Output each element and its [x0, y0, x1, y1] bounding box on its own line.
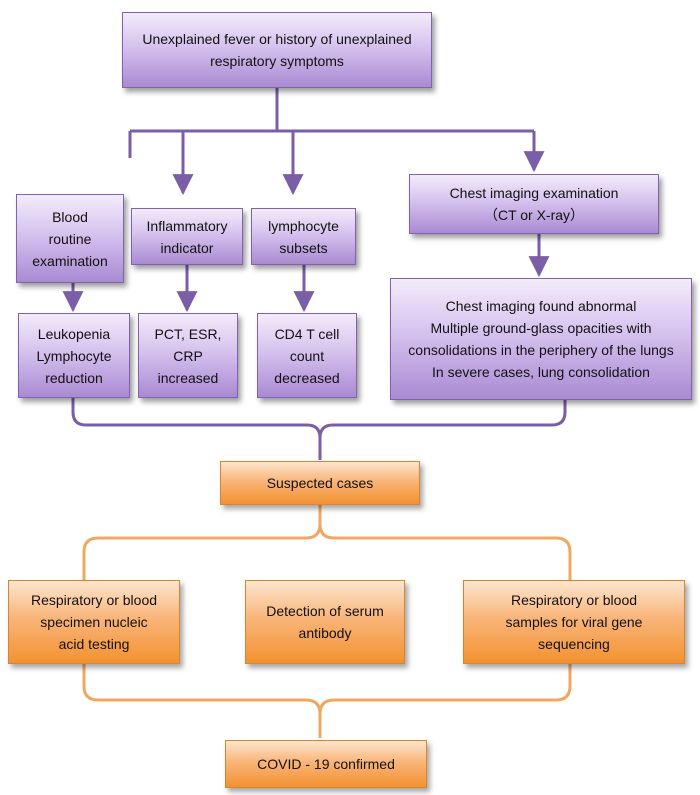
- cd4-count-text: CD4 T cell count decreased: [274, 325, 340, 386]
- suspected-cases-text: Suspected cases: [266, 475, 374, 491]
- covid-confirmed-box: COVID - 19 confirmed: [225, 740, 427, 788]
- covid-confirmed-text: COVID - 19 confirmed: [257, 756, 395, 772]
- cd4-count-box: CD4 T cell count decreased: [257, 313, 357, 398]
- pct-esr-crp-box: PCT, ESR, CRP increased: [138, 313, 238, 398]
- fever-symptoms-box: Unexplained fever or history of unexplai…: [122, 12, 432, 88]
- chest-imaging-box: Chest imaging examination （CT or X-ray）: [409, 174, 659, 234]
- inflammatory-indicator-box: Inflammatory indicator: [131, 208, 243, 265]
- blood-routine-box: Blood routine examination: [16, 194, 124, 283]
- lymphocyte-subsets-box: lymphocyte subsets: [251, 208, 356, 265]
- leukopenia-box: Leukopenia Lymphocyte reduction: [18, 313, 130, 398]
- chest-abnormal-text: Chest imaging found abnormal Multiple gr…: [408, 298, 674, 380]
- inflammatory-indicator-text: Inflammatory indicator: [146, 217, 228, 256]
- leukopenia-text: Leukopenia Lymphocyte reduction: [36, 325, 112, 386]
- serum-antibody-box: Detection of serum antibody: [245, 580, 405, 664]
- bracket-to-suspected: [71, 398, 567, 460]
- blood-routine-text: Blood routine examination: [32, 208, 108, 269]
- gene-sequencing-text: Respiratory or blood samples for viral g…: [505, 592, 643, 652]
- suspected-cases-box: Suspected cases: [220, 461, 420, 505]
- chest-abnormal-box: Chest imaging found abnormal Multiple gr…: [390, 278, 692, 400]
- serum-antibody-text: Detection of serum antibody: [266, 603, 384, 641]
- gene-sequencing-box: Respiratory or blood samples for viral g…: [463, 580, 685, 664]
- nucleic-acid-testing-text: Respiratory or blood specimen nucleic ac…: [30, 592, 158, 652]
- fever-symptoms-text: Unexplained fever or history of unexplai…: [142, 31, 412, 69]
- pct-esr-crp-text: PCT, ESR, CRP increased: [154, 325, 222, 386]
- bracket-to-tests: [82, 505, 572, 580]
- nucleic-acid-testing-box: Respiratory or blood specimen nucleic ac…: [8, 580, 180, 664]
- bracket-to-confirmed: [82, 664, 572, 738]
- chest-imaging-text: Chest imaging examination （CT or X-ray）: [449, 185, 619, 223]
- lymphocyte-subsets-text: lymphocyte subsets: [268, 217, 339, 256]
